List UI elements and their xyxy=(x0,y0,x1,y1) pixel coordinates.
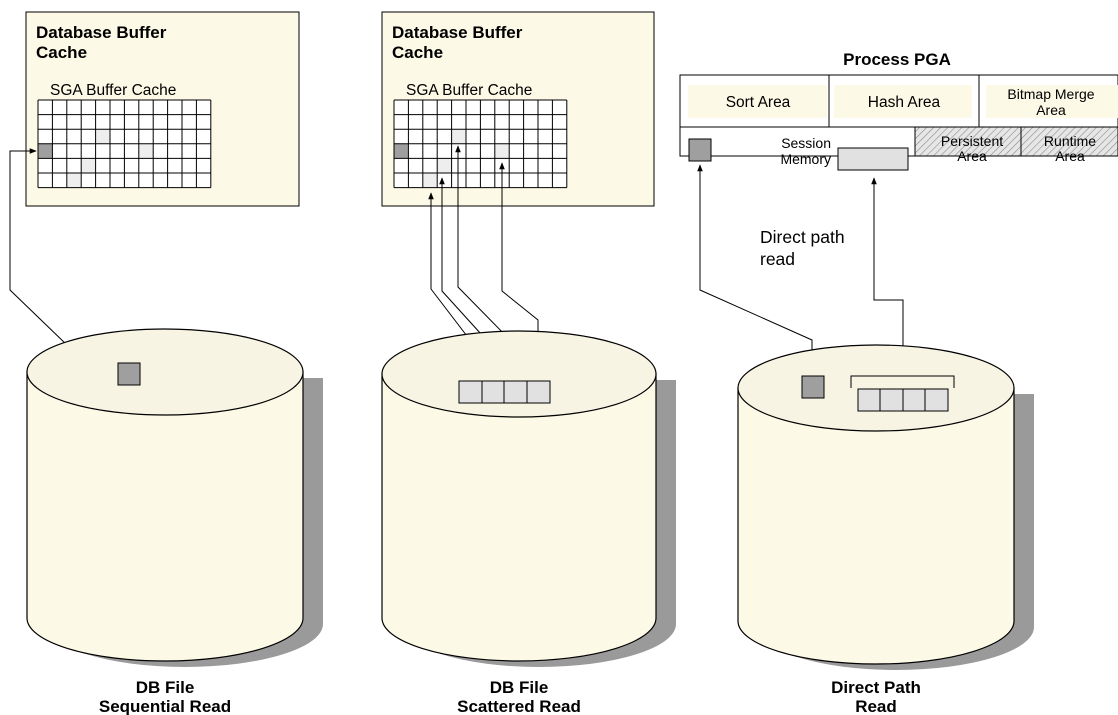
session-memory-label: Session xyxy=(781,135,831,151)
hash-area-label: Hash Area xyxy=(868,94,941,111)
buffer-cache-title-line2: Cache xyxy=(36,43,87,62)
buffer-grid xyxy=(393,99,568,189)
hash-area-cell xyxy=(834,85,972,118)
runtime-area-cell xyxy=(1020,126,1118,157)
buffer-cache-title: Database Buffer xyxy=(392,23,523,42)
buffer-block xyxy=(66,173,82,188)
pga-title: Process PGA xyxy=(843,50,951,69)
disk-block xyxy=(117,362,141,386)
caption-line1: Direct Path xyxy=(831,678,921,697)
session-memory-block xyxy=(837,147,909,171)
runtime-area-label-line2: Area xyxy=(1055,148,1085,164)
caption-line2: Read xyxy=(855,697,897,715)
disk-block xyxy=(801,375,825,399)
sort-area-label: Sort Area xyxy=(726,94,791,111)
bitmap-area-label-line2: Area xyxy=(1036,102,1066,118)
buffer-grid xyxy=(37,99,212,189)
caption-line2: Sequential Read xyxy=(99,697,231,715)
buffer-cache-title-line2: Cache xyxy=(392,43,443,62)
persistent-area-cell xyxy=(914,126,1022,157)
bitmap-area-cell xyxy=(986,85,1118,118)
sort-area-cell xyxy=(688,85,827,118)
panel-sequential-read: Database Buffer Cache SGA Buffer Cache D… xyxy=(9,11,323,715)
caption-line2: Scattered Read xyxy=(457,697,581,715)
disk-cylinder xyxy=(26,328,323,667)
multiblock-bracket xyxy=(850,375,955,388)
session-memory-label-line2: Memory xyxy=(780,151,831,167)
runtime-area-label: Runtime xyxy=(1044,133,1096,149)
buffer-block xyxy=(394,143,409,159)
buffer-block xyxy=(451,129,466,144)
bitmap-area-label: Bitmap Merge xyxy=(1007,86,1094,102)
direct-path-read-label-line2: read xyxy=(760,249,795,269)
buffer-block xyxy=(494,143,510,159)
caption-line1: DB File xyxy=(136,678,195,697)
disk-multiblock xyxy=(458,380,551,404)
disk-cylinder xyxy=(381,330,676,667)
buffer-block xyxy=(81,158,96,173)
persistent-area-label-line2: Area xyxy=(957,148,987,164)
sga-buffer-cache-label: SGA Buffer Cache xyxy=(406,82,532,99)
session-block xyxy=(688,138,712,162)
buffer-block xyxy=(138,143,154,159)
buffer-block xyxy=(38,143,53,159)
panel-scattered-read: Database Buffer Cache SGA Buffer Cache D… xyxy=(381,11,676,715)
panel-direct-path-read: Process PGA Sort Area Hash Area Bitmap M… xyxy=(679,50,1118,715)
sga-buffer-cache-label: SGA Buffer Cache xyxy=(50,82,176,99)
direct-read-connector-1 xyxy=(697,164,813,376)
direct-path-read-label: Direct path xyxy=(760,227,845,247)
persistent-area-label: Persistent xyxy=(941,133,1003,149)
caption-line1: DB File xyxy=(490,678,549,697)
buffer-block xyxy=(95,129,110,144)
direct-read-connector-2 xyxy=(871,177,904,376)
buffer-block xyxy=(437,158,452,173)
buffer-cache-title: Database Buffer xyxy=(36,23,167,42)
disk-multiblock xyxy=(857,388,949,412)
buffer-block xyxy=(422,173,438,188)
